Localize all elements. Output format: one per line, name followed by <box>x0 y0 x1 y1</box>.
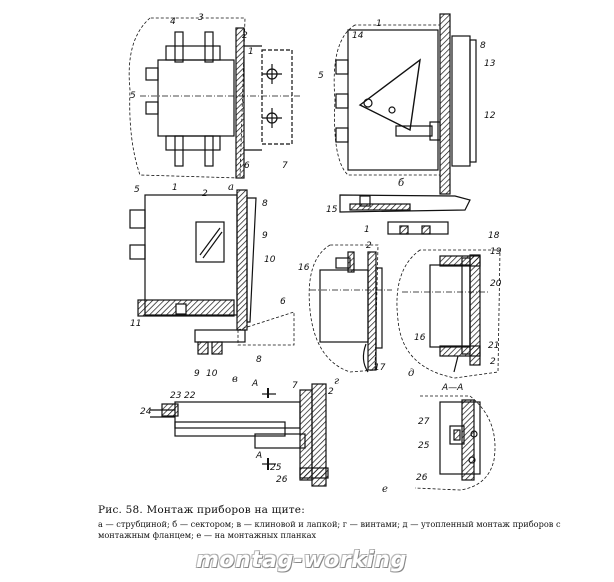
label-22: 22 <box>184 391 196 401</box>
label-17: 17 <box>374 363 386 373</box>
panel-b-sector <box>333 13 477 195</box>
label-8: 8 <box>480 41 486 51</box>
panel-e-strips <box>150 383 329 487</box>
panel-letter-a: а <box>228 182 234 193</box>
label-23: 23 <box>170 391 182 401</box>
label-21: 21 <box>488 341 499 351</box>
section-title: А—А <box>441 383 463 393</box>
label-12: 12 <box>484 111 496 121</box>
panel-letter-d: д <box>408 368 414 379</box>
label-2: 2 <box>202 189 208 199</box>
label-6: 6 <box>244 161 250 171</box>
label-20: 20 <box>490 279 502 289</box>
label-5: 5 <box>134 185 140 195</box>
label-5: 5 <box>318 71 324 81</box>
section-mark-bottom: А <box>255 451 262 461</box>
label-27: 27 <box>418 417 430 427</box>
label-1: 1 <box>376 19 382 29</box>
label-9: 9 <box>262 231 268 241</box>
label-25: 25 <box>418 441 430 451</box>
label-26: 26 <box>276 475 288 485</box>
section-mark-top: А <box>251 379 258 389</box>
caption-legend: а — струбциной; б — сектором; в — клинов… <box>98 519 561 540</box>
label-5: 5 <box>130 91 136 101</box>
panel-b-detail <box>339 194 471 235</box>
label-19: 19 <box>490 247 502 257</box>
label-10: 10 <box>264 255 276 265</box>
label-26: 26 <box>416 473 428 483</box>
part-labels: 4 3 2 1 5 6 7 14 1 8 13 5 12 5 1 2 8 9 1… <box>130 13 502 485</box>
panel-a-clamp <box>128 17 300 179</box>
label-1: 1 <box>172 183 178 193</box>
label-4: 4 <box>170 17 176 27</box>
panel-letter-e: е <box>382 484 388 495</box>
section-a-a <box>414 395 496 491</box>
panel-letter-v: в <box>232 374 238 385</box>
panel-v-wedge <box>129 189 295 355</box>
label-15: 15 <box>326 205 338 215</box>
figure-caption: Рис. 58. Монтаж приборов на щите: а — ст… <box>98 504 598 541</box>
label-3: 3 <box>198 13 204 23</box>
label-16: 16 <box>414 333 426 343</box>
label-6: 6 <box>280 297 286 307</box>
label-14: 14 <box>352 31 364 41</box>
panel-g-screws <box>308 244 392 373</box>
panel-d-flush <box>396 249 501 379</box>
watermark: montag-working <box>196 548 407 573</box>
caption-title: Рис. 58. Монтаж приборов на щите: <box>98 504 305 516</box>
label-2: 2 <box>242 31 248 41</box>
label-2: 2 <box>490 357 496 367</box>
label-10: 10 <box>206 369 218 379</box>
label-7: 7 <box>282 161 288 171</box>
panel-letter-g: г <box>334 376 339 387</box>
label-2: 2 <box>328 387 334 397</box>
label-1: 1 <box>364 225 370 235</box>
label-16: 16 <box>298 263 310 273</box>
label-24: 24 <box>140 407 152 417</box>
panel-letter-b: б <box>398 178 405 189</box>
label-13: 13 <box>484 59 496 69</box>
label-2: 2 <box>366 241 372 251</box>
label-9: 9 <box>194 369 200 379</box>
label-8: 8 <box>256 355 262 365</box>
panel-letters: а б в г д е <box>228 178 414 495</box>
label-8: 8 <box>262 199 268 209</box>
label-11: 11 <box>130 319 141 329</box>
label-25: 25 <box>270 463 282 473</box>
label-1: 1 <box>248 47 254 57</box>
label-18: 18 <box>488 231 500 241</box>
label-7: 7 <box>292 381 298 391</box>
section-markers: А А А—А <box>251 379 463 461</box>
